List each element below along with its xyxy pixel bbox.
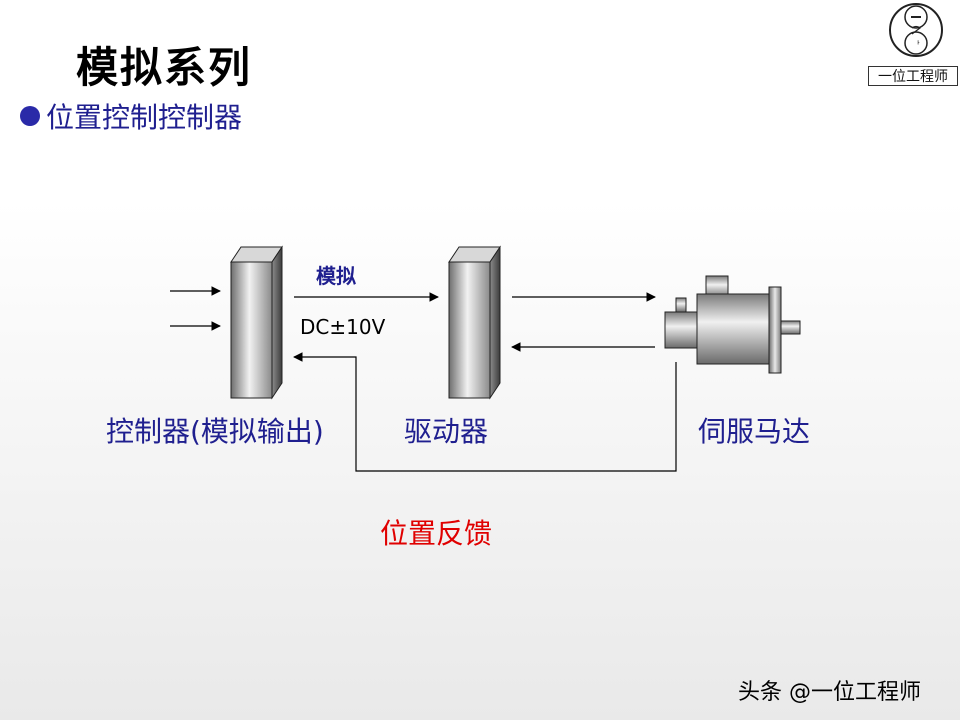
servo-motor: [664, 275, 801, 374]
svg-text:ᅡ: ᅡ: [912, 39, 919, 49]
driver-box: [448, 245, 501, 400]
section-heading-text: 位置控制控制器: [46, 101, 243, 134]
controller-box: [230, 245, 283, 400]
driver-label: 驱动器: [404, 415, 489, 448]
page-title: 模拟系列: [76, 43, 253, 92]
footer-watermark: 头条 @一位工程师: [738, 680, 921, 705]
signal-range-label: DC±10V: [300, 315, 386, 339]
logo-label: 一位工程师: [868, 66, 958, 86]
motor-label: 伺服马达: [698, 415, 811, 448]
section-heading: 位置控制控制器: [20, 96, 242, 136]
signal-type-label: 模拟: [316, 264, 356, 288]
logo-emblem: ᅡ: [889, 3, 943, 57]
feedback-loop-line: [293, 352, 677, 472]
controller-label: 控制器(模拟输出): [106, 415, 324, 448]
bullet-icon: [20, 106, 40, 126]
feedback-label: 位置反馈: [380, 517, 493, 550]
